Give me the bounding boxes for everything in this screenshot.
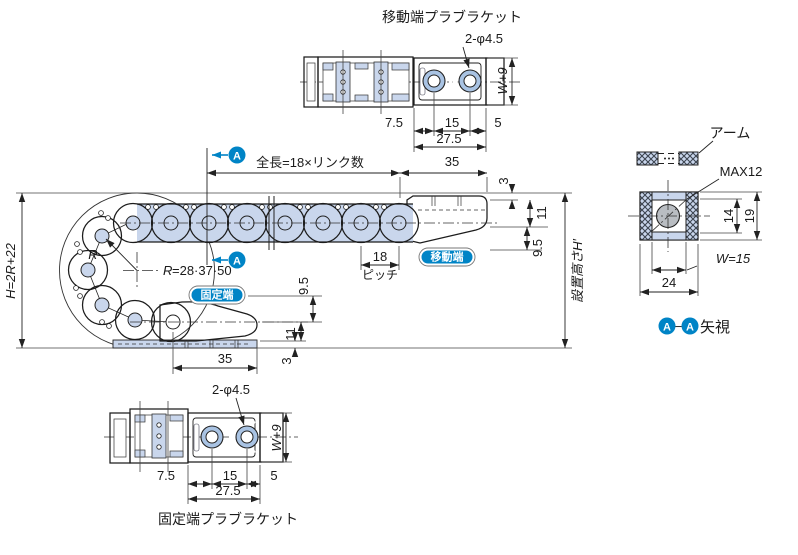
moving-end-badge: 移動端 bbox=[418, 247, 476, 267]
dim-11-top: 11 bbox=[534, 206, 549, 220]
fixed-end-bracket-title: 固定端プラブラケット bbox=[158, 511, 298, 527]
section-top-bar bbox=[651, 191, 687, 201]
section-aa-view: アーム MAX12 14 19 W=15 24 A − bbox=[628, 125, 762, 336]
section-title-text: 矢視 bbox=[700, 319, 730, 336]
moving-end-bracket-title: 移動端プラブラケット bbox=[382, 9, 522, 25]
dim-14: 14 bbox=[721, 209, 736, 223]
moving-bracket-serrations bbox=[431, 196, 462, 206]
section-title-dash: − bbox=[675, 319, 683, 334]
dim-install-height: 設置高さH′ bbox=[570, 239, 585, 303]
arm-label: アーム bbox=[710, 125, 751, 141]
chain-cutout bbox=[306, 62, 316, 102]
dim-5: 5 bbox=[270, 468, 277, 483]
hole-spec-label: 2-φ4.5 bbox=[212, 382, 250, 397]
svg-text:固定端: 固定端 bbox=[201, 288, 234, 302]
dim-7-5: 7.5 bbox=[385, 115, 403, 130]
max-leader bbox=[686, 178, 720, 200]
section-bottom-bar bbox=[651, 231, 687, 241]
dim-3-bottom: 3 bbox=[279, 357, 294, 364]
svg-text:A: A bbox=[686, 322, 694, 334]
dim-3-top: 3 bbox=[496, 177, 511, 184]
max-cable-label: MAX12 bbox=[720, 164, 763, 179]
moving-end-bracket-body bbox=[406, 195, 488, 244]
section-marker-badge bbox=[228, 251, 246, 269]
section-marker-bottom: A bbox=[212, 251, 246, 269]
dim-9-5-bottom: 9.5 bbox=[296, 277, 311, 295]
mount-hole bbox=[240, 430, 254, 444]
dim-w15: W=15 bbox=[716, 251, 751, 266]
link-tabs bbox=[322, 62, 410, 102]
bend-pin-marks bbox=[73, 210, 112, 329]
fixed-end-bracket-top-view: 2-φ4.5 W+9 7.5 15 5 27.5 固定端プラブラケット bbox=[104, 382, 298, 527]
dim-7-5: 7.5 bbox=[157, 468, 175, 483]
dim-11-bottom: 11 bbox=[283, 327, 298, 341]
section-marker-badge bbox=[228, 146, 246, 164]
section-badge-a1 bbox=[658, 317, 676, 335]
dim-27-5: 27.5 bbox=[215, 483, 240, 498]
dim-w9: W+9 bbox=[495, 67, 510, 94]
bracket-slot bbox=[229, 419, 256, 455]
dim-24: 24 bbox=[662, 275, 676, 290]
arm-leader bbox=[698, 140, 714, 154]
dim-35-top: 35 bbox=[445, 154, 459, 169]
radius-value-prefix: R bbox=[163, 263, 172, 278]
dim-15: 15 bbox=[445, 115, 459, 130]
dim-height: H=2R+22 bbox=[3, 242, 18, 298]
dim-pitch-label: ピッチ bbox=[362, 268, 398, 282]
hole-leader bbox=[462, 46, 470, 69]
mount-hole bbox=[205, 430, 219, 444]
svg-text:移動端: 移動端 bbox=[431, 250, 464, 264]
radius-leader bbox=[105, 238, 138, 271]
svg-text:A: A bbox=[233, 151, 241, 163]
radius-values: =28·37·50 bbox=[172, 263, 232, 278]
arm-symbol bbox=[636, 151, 699, 166]
mount-hole bbox=[463, 74, 477, 88]
mount-hole bbox=[427, 74, 441, 88]
radius-letter: R bbox=[88, 247, 97, 262]
hole-leader bbox=[235, 397, 245, 426]
chain-cutout bbox=[113, 418, 127, 458]
bracket-slot-left bbox=[193, 423, 200, 452]
moving-end-bracket-top-view: 移動端プラブラケット 2-φ4.5 W bbox=[300, 9, 522, 152]
dim-pitch-value: 18 bbox=[373, 249, 387, 264]
section-badge-a2 bbox=[681, 317, 699, 335]
dim-15: 15 bbox=[223, 468, 237, 483]
dim-9-5-top: 9.5 bbox=[530, 239, 545, 257]
dim-19: 19 bbox=[742, 209, 757, 223]
dim-total-length: 全長=18×リンク数 bbox=[256, 155, 364, 170]
dim-35-bottom: 35 bbox=[218, 351, 232, 366]
main-side-view: R R =28·37·50 A A 全長=18×リンク数 35 3 11 9. bbox=[3, 146, 585, 374]
dim-w9: W+9 bbox=[269, 424, 284, 451]
fixed-end-badge: 固定端 bbox=[188, 285, 246, 305]
dim-27-5: 27.5 bbox=[436, 131, 461, 146]
hole-spec-label: 2-φ4.5 bbox=[465, 31, 503, 46]
svg-text:A: A bbox=[663, 322, 671, 334]
chain-bend-links bbox=[67, 210, 192, 343]
svg-text:A: A bbox=[233, 256, 241, 268]
dim-5: 5 bbox=[494, 115, 501, 130]
fixed-bracket-serrations bbox=[184, 340, 239, 348]
section-marker-top: A bbox=[212, 146, 246, 164]
chain-band bbox=[317, 56, 414, 108]
pin-marks bbox=[145, 204, 387, 210]
section-view-title: A − A 矢視 bbox=[658, 317, 730, 336]
link-pins bbox=[156, 422, 162, 450]
chain-top-run-links bbox=[112, 196, 420, 250]
